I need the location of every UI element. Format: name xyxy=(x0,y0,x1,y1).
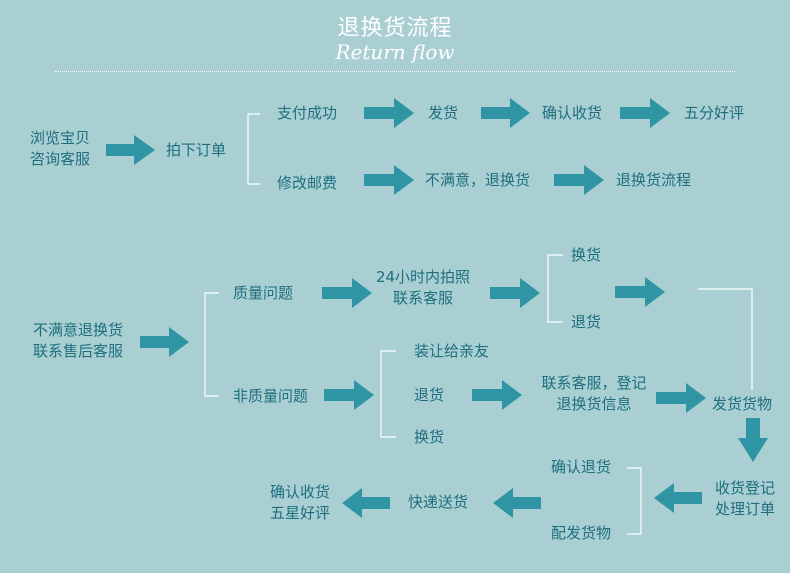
node-unsatisfied-line2: 联系售后客服 xyxy=(32,342,123,360)
node-register-line2: 退换货信息 xyxy=(556,395,632,413)
arrow-quality-to-24h xyxy=(322,278,372,308)
node-ship: 发货 xyxy=(428,104,459,122)
node-receive-line1: 收货登记 xyxy=(714,479,775,497)
node-final-line2: 五星好评 xyxy=(269,504,330,522)
node-browse-line1: 浏览宝贝 xyxy=(29,129,90,147)
node-browse-line2: 咨询客服 xyxy=(29,150,90,168)
page-subtitle: Return flow xyxy=(335,40,455,64)
node-five-star: 五分好评 xyxy=(684,104,745,122)
arrow-branch-to-express xyxy=(493,488,541,518)
node-register-line1: 联系客服，登记 xyxy=(541,374,647,392)
bracket-nonquality-options xyxy=(380,350,396,438)
node-quality-issue: 质量问题 xyxy=(233,284,294,302)
node-receive-register: 收货登记 处理订单 xyxy=(706,478,784,520)
node-final-confirm: 确认收货 五星好评 xyxy=(258,482,342,524)
arrow-choice-to-right xyxy=(615,277,665,307)
node-express-ship: 快递送货 xyxy=(408,493,469,511)
bracket-confirm-dispatch xyxy=(627,467,642,535)
page-title: 退换货流程 xyxy=(337,16,453,41)
node-contact-24h: 24小时内拍照 联系客服 xyxy=(368,267,478,309)
node-confirm-receipt: 确认收货 xyxy=(542,104,603,122)
node-gift-to-friend: 装让给亲友 xyxy=(414,342,490,360)
bracket-issue-type xyxy=(204,292,219,397)
node-register-info: 联系客服，登记 退换货信息 xyxy=(528,373,660,415)
node-exchange-option: 换货 xyxy=(414,428,445,446)
title-divider xyxy=(55,71,735,72)
arrow-ship-to-confirm xyxy=(481,98,530,128)
node-place-order: 拍下订单 xyxy=(166,141,227,159)
node-unsatisfied-return: 不满意，退换货 xyxy=(425,171,531,189)
arrow-refund-to-register xyxy=(472,380,522,410)
node-contact-24h-line2: 联系客服 xyxy=(392,289,453,307)
node-modify-postage: 修改邮费 xyxy=(277,174,338,192)
arrow-start-to-order xyxy=(106,135,155,165)
node-receive-line2: 处理订单 xyxy=(714,500,775,518)
node-browse-consult: 浏览宝贝 咨询客服 xyxy=(20,128,100,170)
arrow-register-to-ship xyxy=(656,383,706,413)
node-refund: 退货 xyxy=(571,313,602,331)
node-contact-24h-line1: 24小时内拍照 xyxy=(375,268,471,286)
bracket-top-order xyxy=(247,113,260,185)
connector-to-ship xyxy=(698,288,753,390)
arrow-ship-down xyxy=(738,418,768,462)
node-pay-success: 支付成功 xyxy=(277,104,338,122)
arrow-start2-to-branch xyxy=(140,327,189,357)
bracket-exchange-refund xyxy=(547,254,563,323)
arrow-pay-to-ship xyxy=(364,98,414,128)
arrow-modify-to-unsatisfied xyxy=(364,165,414,195)
node-non-quality-issue: 非质量问题 xyxy=(233,387,309,405)
node-return-flow: 退换货流程 xyxy=(616,171,692,189)
arrow-unsatisfied-to-returnflow xyxy=(554,165,604,195)
node-unsatisfied-line1: 不满意退换货 xyxy=(32,321,123,339)
arrow-24h-to-choice xyxy=(490,278,540,308)
node-dispatch-goods: 配发货物 xyxy=(551,524,612,542)
node-unsatisfied-contact: 不满意退换货 联系售后客服 xyxy=(20,320,136,362)
node-ship-goods: 发货货物 xyxy=(712,395,773,413)
node-final-line1: 确认收货 xyxy=(269,483,330,501)
arrow-express-to-final xyxy=(342,488,390,518)
arrow-confirm-to-fivestar xyxy=(620,98,670,128)
node-confirm-refund: 确认退货 xyxy=(551,458,612,476)
arrow-receive-to-confirmrefund xyxy=(654,483,702,513)
node-refund-option: 退货 xyxy=(414,386,445,404)
node-exchange: 换货 xyxy=(571,246,602,264)
arrow-nonquality-to-options xyxy=(324,380,374,410)
